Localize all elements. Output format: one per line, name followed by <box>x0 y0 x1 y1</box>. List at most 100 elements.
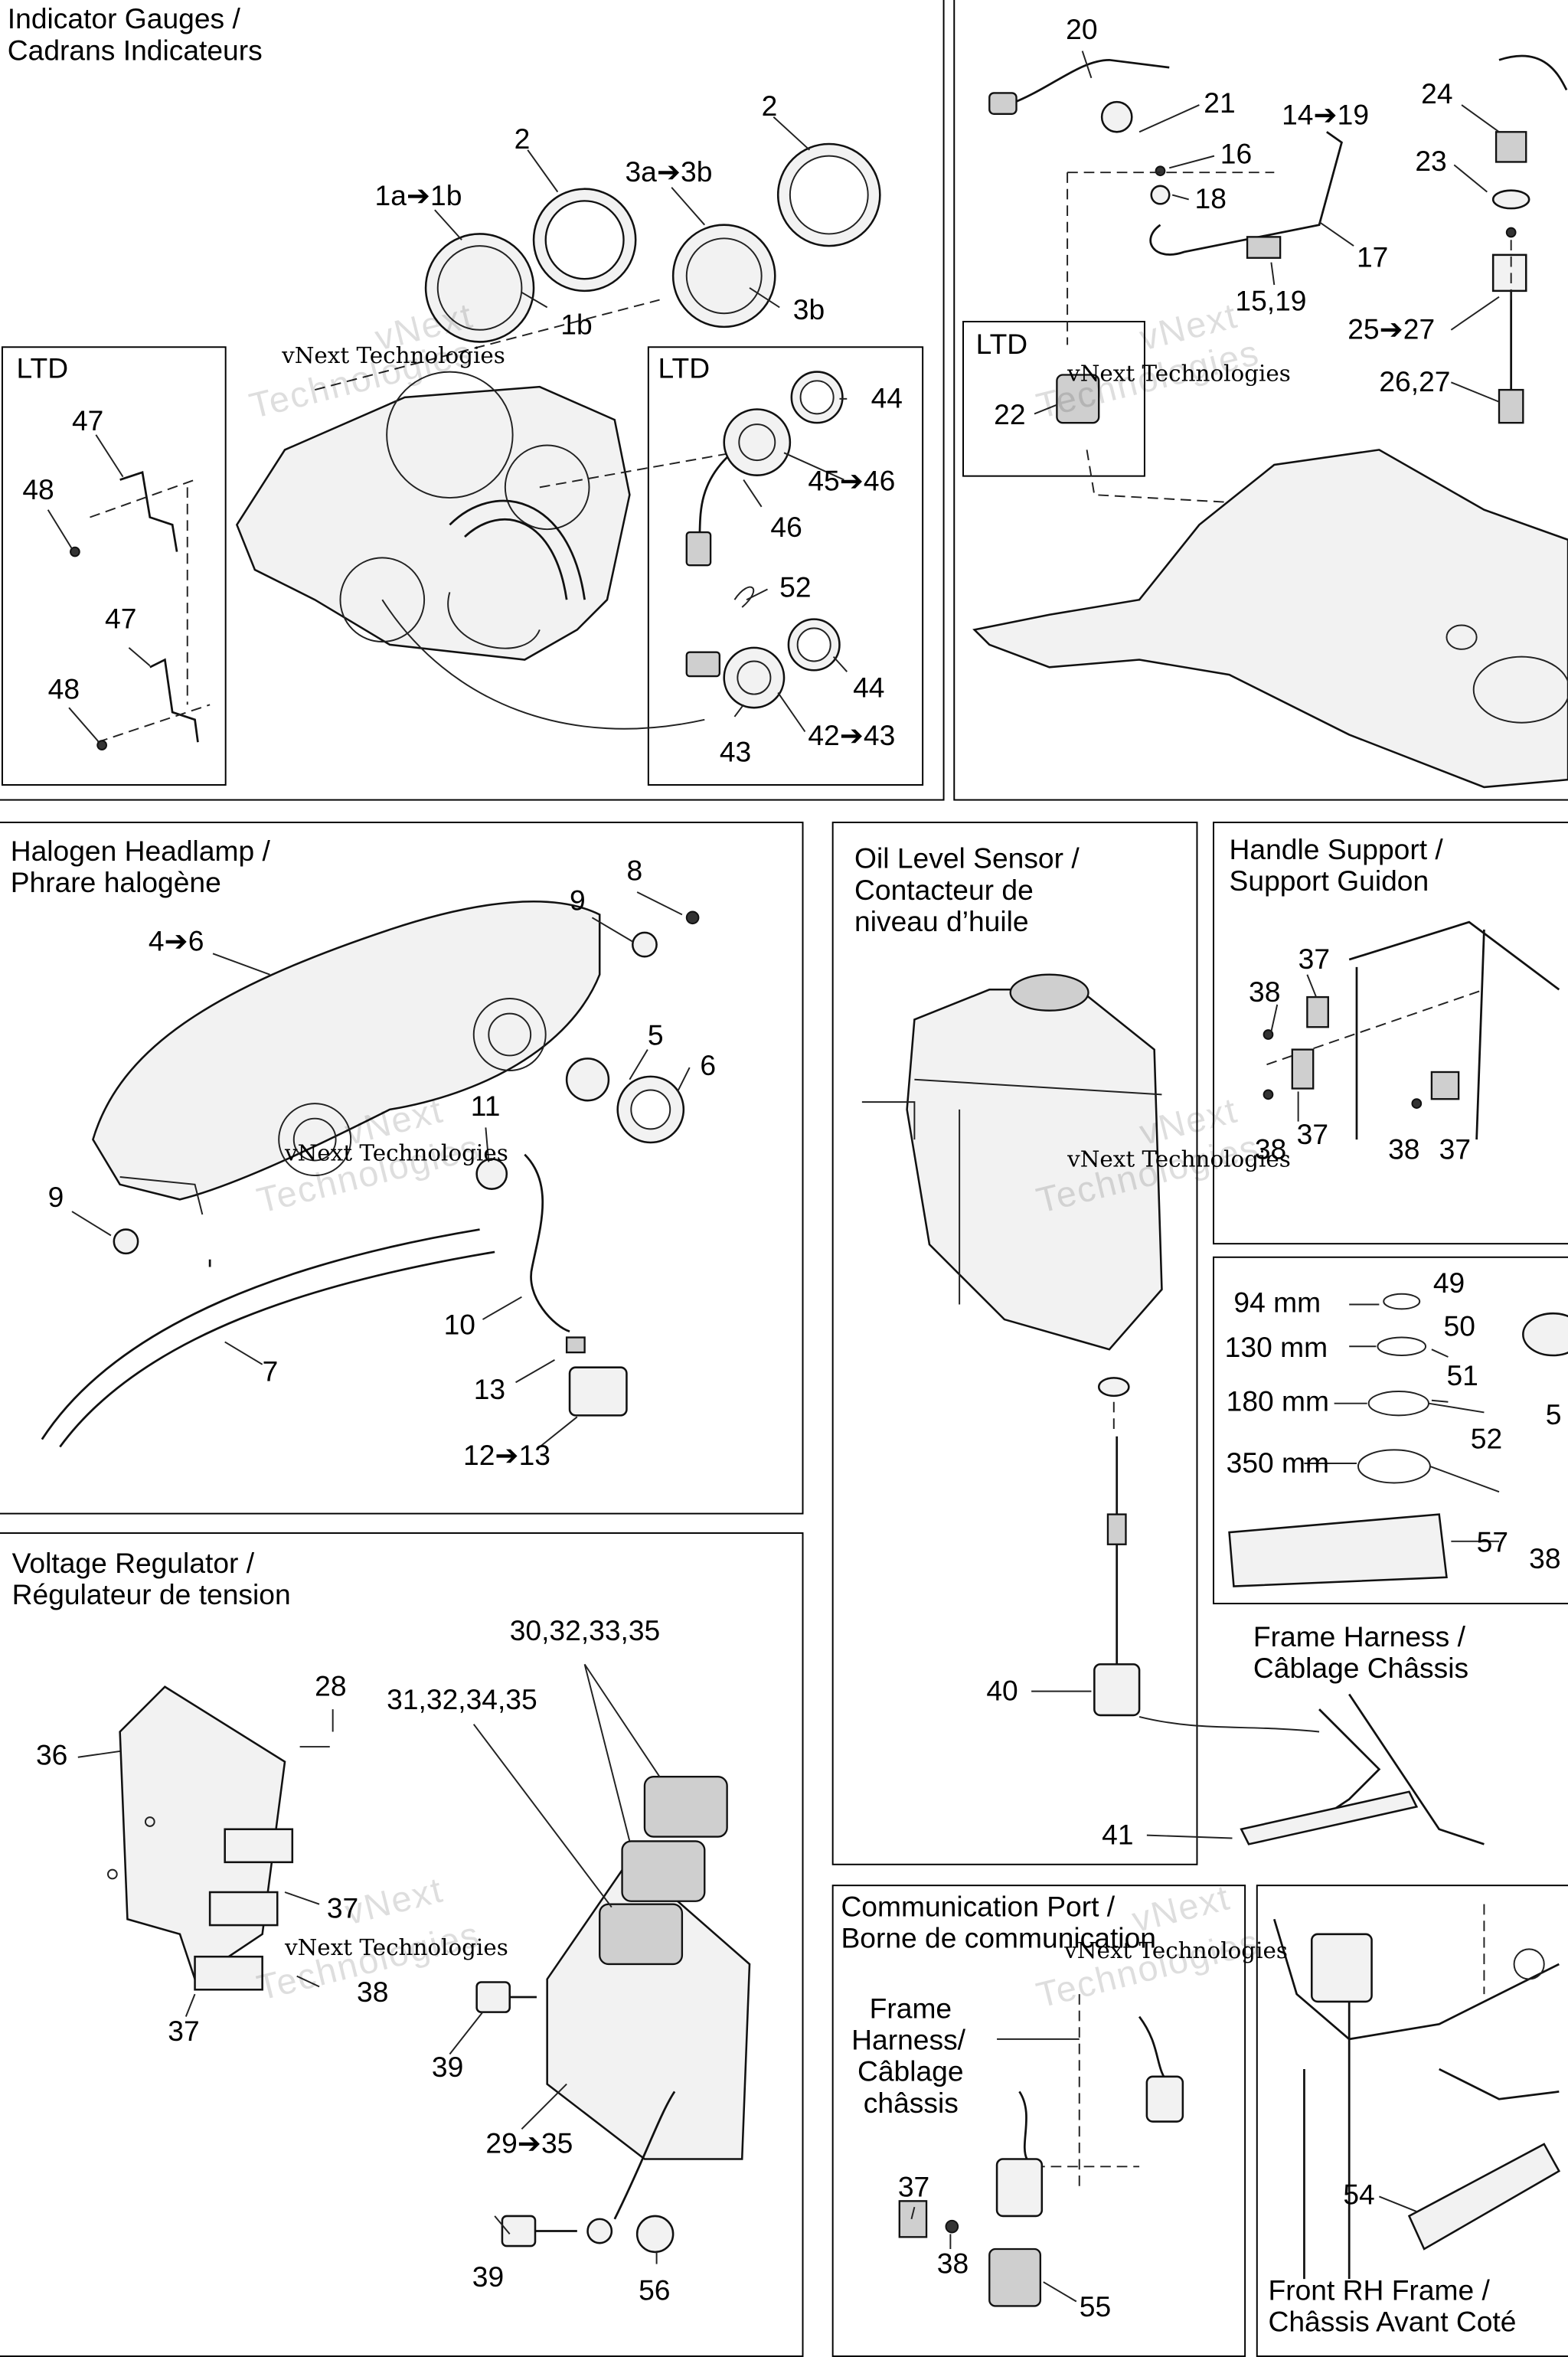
callout-label: 38 <box>1254 1135 1287 1167</box>
callout-label: 38 <box>1388 1135 1420 1167</box>
handle-title-fr: Support Guidon <box>1229 866 1429 898</box>
ltd-label-right: LTD <box>658 354 710 386</box>
handle-support-drawing <box>1263 920 1560 1140</box>
callout-label: 41 <box>1102 1820 1134 1852</box>
callout-label: 47 <box>71 406 104 438</box>
callout-label: 46 <box>770 512 802 544</box>
callout-label: 7 <box>262 1356 279 1389</box>
tie-size-label: 130 mm <box>1224 1332 1328 1365</box>
callout-label: 48 <box>47 675 80 707</box>
ltd-label-left: LTD <box>16 354 69 386</box>
voltage-regulator-drawing <box>106 1685 751 2254</box>
callout-label: 55 <box>1079 2292 1112 2324</box>
callout-label: 36 <box>35 1741 68 1773</box>
watermark-text: vNext Technologies <box>1067 1145 1291 1173</box>
ltd-box-top-right <box>962 321 1145 477</box>
panel-halogen-headlamp <box>0 821 804 1515</box>
panel-oil-level-sensor <box>831 821 1198 1865</box>
callout-label: 45➔46 <box>808 466 896 499</box>
watermark-text: vNext Technologies <box>1067 359 1291 387</box>
tie-size-label: 180 mm <box>1226 1387 1330 1419</box>
tie-size-label: 350 mm <box>1226 1448 1330 1480</box>
callout-label: 44 <box>871 384 903 416</box>
tie-wraps-drawing <box>1228 1293 1568 1587</box>
comm-harness-3: Câblage <box>857 2057 964 2089</box>
callout-label: 26,27 <box>1379 367 1451 399</box>
indicator-title-fr: Cadrans Indicateurs <box>7 35 263 68</box>
callout-label: 42➔43 <box>808 721 896 753</box>
watermark-text: vNext Technologies <box>282 342 505 369</box>
ltd-right-drawing <box>685 371 844 709</box>
callout-label: 15,19 <box>1235 286 1307 319</box>
ltd-box-left <box>1 346 227 786</box>
callout-label: 57 <box>1476 1528 1509 1560</box>
indicator-title-en: Indicator Gauges / <box>7 4 240 36</box>
frame-harness-title-en: Frame Harness / <box>1253 1622 1465 1654</box>
callout-label: 25➔27 <box>1348 315 1436 347</box>
callout-label: 5 <box>647 1021 664 1053</box>
tie-size-label: 94 mm <box>1233 1287 1321 1320</box>
leader-lines <box>47 51 1500 2303</box>
callout-label: 54 <box>1343 2179 1375 2212</box>
panel-handle-support <box>1213 821 1568 1245</box>
callout-label: 6 <box>700 1051 717 1083</box>
callout-label: 37 <box>897 2172 930 2205</box>
panel-indicator-gauges <box>0 0 945 801</box>
callout-label: 43 <box>719 737 752 770</box>
callout-label: 37 <box>1296 1120 1329 1152</box>
callout-label: 16 <box>1220 139 1253 172</box>
regulator-title-en: Voltage Regulator / <box>11 1548 255 1581</box>
callout-label: 38 <box>1249 977 1281 1009</box>
callout-label: 29➔35 <box>485 2129 573 2161</box>
callout-label: 2 <box>514 124 531 156</box>
callout-label: 31,32,34,35 <box>387 1685 537 1717</box>
callout-label: 44 <box>853 673 885 705</box>
regulator-title-fr: Régulateur de tension <box>11 1580 291 1612</box>
callout-label: 40 <box>986 1676 1018 1708</box>
callout-label: 3b <box>792 295 825 327</box>
callout-label: 11 <box>470 1091 501 1123</box>
callout-label: 51 <box>1446 1361 1478 1393</box>
callout-label: 13 <box>473 1375 506 1407</box>
callout-label: 14➔19 <box>1282 100 1370 132</box>
callout-label: 1a➔1b <box>374 181 462 214</box>
communication-port-drawing <box>898 1994 1184 2307</box>
callout-label: 9 <box>47 1182 64 1214</box>
callout-label: 52 <box>779 572 812 605</box>
gauges-drawing <box>424 142 881 343</box>
callout-label: 38 <box>357 1977 389 2009</box>
callout-label: 47 <box>105 604 137 636</box>
callout-label: 50 <box>1443 1312 1475 1344</box>
comm-harness-4: châssis <box>863 2088 959 2120</box>
callout-label: 52 <box>1470 1424 1503 1456</box>
callout-label: 17 <box>1356 243 1389 275</box>
callout-label: 39 <box>431 2052 464 2084</box>
callout-label: 8 <box>626 856 643 888</box>
callout-label: 10 <box>443 1310 475 1342</box>
ltd-left-drawing <box>70 470 211 750</box>
watermark-text: vNext Technologies <box>285 1934 508 1962</box>
callout-label: 28 <box>315 1672 347 1704</box>
ltd-box-right <box>647 346 924 786</box>
callout-label: 20 <box>1066 15 1098 47</box>
comm-title-fr: Borne de communication <box>841 1924 1156 1956</box>
callout-label: 21 <box>1204 88 1236 120</box>
oil-title-3: niveau d’huile <box>854 907 1029 939</box>
callout-label: 23 <box>1415 146 1447 179</box>
panel-top-right <box>953 0 1568 801</box>
callout-label: 4➔6 <box>148 927 204 959</box>
callout-label: 38 <box>936 2249 969 2281</box>
comm-harness-1: Frame <box>869 1994 952 2026</box>
callout-label: 5 <box>1545 1400 1562 1432</box>
callout-label: 49 <box>1432 1268 1465 1300</box>
dash-housing-drawing <box>235 299 750 730</box>
callout-label: 48 <box>22 475 54 507</box>
callout-label: 38 <box>1529 1544 1561 1576</box>
panel-tie-wraps <box>1213 1256 1568 1605</box>
callout-label: 56 <box>639 2276 671 2308</box>
callout-label: 1b <box>560 310 593 342</box>
headlamp-title-en: Halogen Headlamp / <box>10 836 270 868</box>
top-right-drawing <box>972 54 1568 789</box>
comm-title-en: Communication Port / <box>841 1891 1116 1924</box>
